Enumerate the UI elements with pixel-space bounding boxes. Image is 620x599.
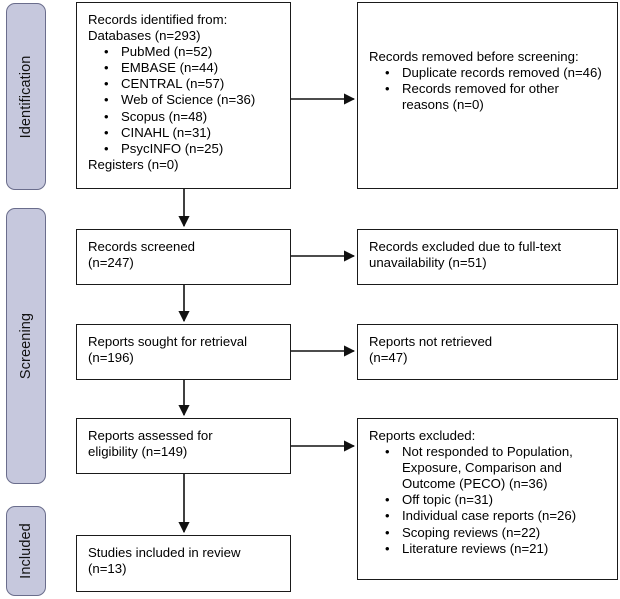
box-line: Studies included in review xyxy=(88,545,241,560)
box-line: Reports not retrieved xyxy=(369,334,493,349)
list-item: Duplicate records removed (n=46) xyxy=(385,65,607,81)
box-identification-records: Records identified from: Databases (n=29… xyxy=(76,2,291,189)
list-item: PsycINFO (n=25) xyxy=(104,141,280,157)
list-item: Individual case reports (n=26) xyxy=(385,508,607,524)
stage-label-included-text: Included xyxy=(18,523,34,579)
stage-label-identification-text: Identification xyxy=(18,55,34,138)
stage-label-identification: Identification xyxy=(6,3,46,190)
box-line: Records screened xyxy=(88,239,196,254)
exclusion-reason-list: Not responded to Population, Exposure, C… xyxy=(369,444,607,557)
list-item: PubMed (n=52) xyxy=(104,44,280,60)
box-line: eligibility (n=149) xyxy=(88,444,188,460)
box-line: (n=196) xyxy=(88,350,134,366)
box-line: (n=13) xyxy=(88,561,127,577)
list-item: Web of Science (n=36) xyxy=(104,92,280,108)
list-item: Scopus (n=48) xyxy=(104,109,280,125)
box-line: Records identified from: xyxy=(88,12,228,27)
box-reports-sought: Reports sought for retrieval (n=196) xyxy=(76,324,291,380)
box-records-screened: Records screened (n=247) xyxy=(76,229,291,285)
box-line: Databases (n=293) xyxy=(88,28,201,44)
box-records-removed: Records removed before screening: Duplic… xyxy=(357,2,618,189)
box-studies-included: Studies included in review (n=13) xyxy=(76,535,291,592)
box-reports-not-retrieved: Reports not retrieved (n=47) xyxy=(357,324,618,380)
stage-label-screening: Screening xyxy=(6,208,46,484)
box-line: Reports excluded: xyxy=(369,428,476,443)
box-line: Records excluded due to full-text xyxy=(369,239,562,254)
list-item: Off topic (n=31) xyxy=(385,492,607,508)
removed-reason-list: Duplicate records removed (n=46) Records… xyxy=(369,65,607,113)
box-line: Reports assessed for xyxy=(88,428,213,443)
stage-label-screening-text: Screening xyxy=(18,312,34,380)
list-item: CINAHL (n=31) xyxy=(104,125,280,141)
box-line: Records removed before screening: xyxy=(369,49,579,64)
box-line: (n=47) xyxy=(369,350,408,366)
stage-label-included: Included xyxy=(6,506,46,596)
box-line: Reports sought for retrieval xyxy=(88,334,248,349)
list-item: CENTRAL (n=57) xyxy=(104,76,280,92)
source-list: PubMed (n=52) EMBASE (n=44) CENTRAL (n=5… xyxy=(88,44,280,157)
box-line: unavailability (n=51) xyxy=(369,255,487,271)
list-item: Records removed for other reasons (n=0) xyxy=(385,81,607,113)
box-reports-excluded: Reports excluded: Not responded to Popul… xyxy=(357,418,618,580)
box-line: (n=247) xyxy=(88,255,134,271)
list-item: Not responded to Population, Exposure, C… xyxy=(385,444,607,492)
box-line: Registers (n=0) xyxy=(88,156,179,172)
box-reports-assessed: Reports assessed for eligibility (n=149) xyxy=(76,418,291,474)
box-records-excluded: Records excluded due to full-text unavai… xyxy=(357,229,618,285)
list-item: Scoping reviews (n=22) xyxy=(385,525,607,541)
list-item: Literature reviews (n=21) xyxy=(385,541,607,557)
list-item: EMBASE (n=44) xyxy=(104,60,280,76)
